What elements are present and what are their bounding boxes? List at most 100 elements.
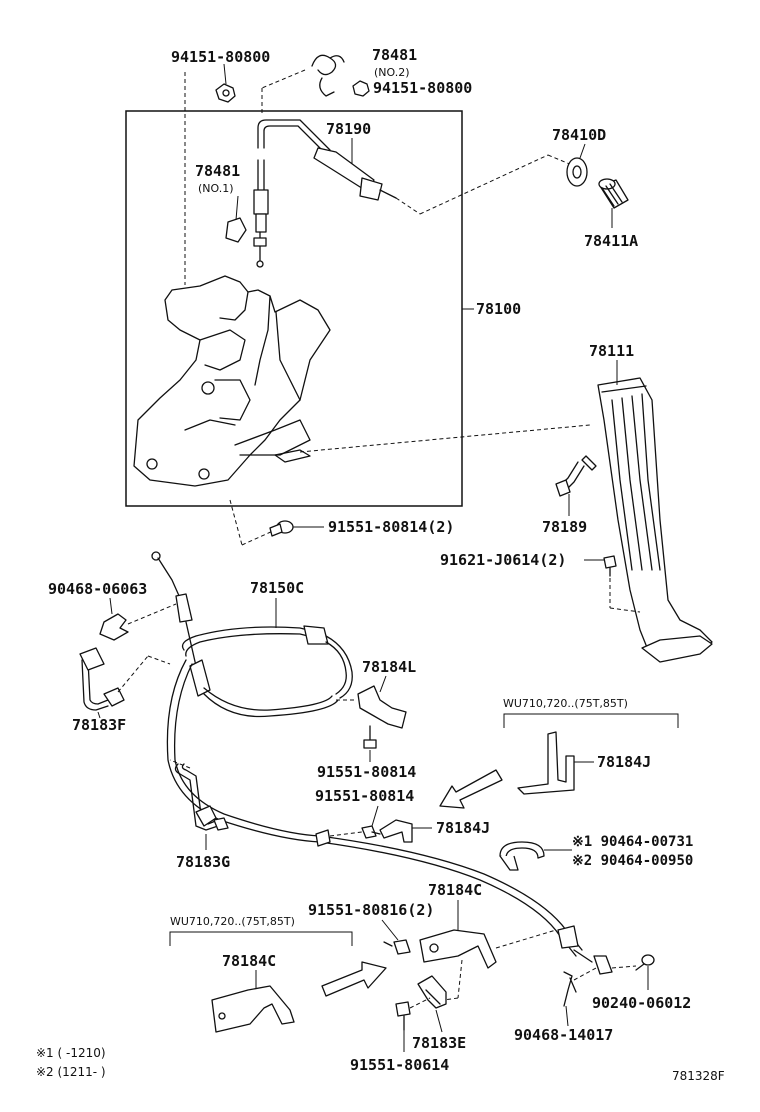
bracket-78183G[interactable]	[174, 763, 229, 831]
nut-78410D[interactable]	[566, 157, 588, 187]
dash-bracket-screw	[229, 499, 243, 546]
dash-bracket-screw-2	[241, 529, 276, 546]
variant-bracket-left	[169, 931, 353, 946]
note-1: ※1 ( -1210)	[36, 1046, 106, 1060]
label-90464-00731: ※1 90464-00731	[572, 834, 693, 850]
label-variant-right: WU710,720..(75T,85T)	[503, 697, 628, 710]
cable-end-78481-no1[interactable]	[225, 159, 269, 268]
dash-78190-78410D	[395, 197, 421, 215]
dash-90468-06063	[127, 603, 177, 625]
leader-94151-top	[223, 63, 227, 85]
bracket-78184C-variant[interactable]	[211, 985, 295, 1033]
bolt-91551-80814-a[interactable]	[363, 725, 377, 749]
label-78481-no2: 78481	[372, 46, 417, 64]
dash-91551-80614	[409, 997, 431, 1009]
label-78150C: 78150C	[250, 579, 304, 597]
label-78410D: 78410D	[552, 126, 606, 144]
label-78190: 78190	[326, 120, 371, 138]
leader-91551-80814-b	[371, 805, 379, 827]
rod-78190[interactable]	[257, 119, 397, 201]
dash-78184C-78183E-2	[443, 997, 459, 1001]
bracket-78183F[interactable]	[79, 647, 125, 711]
dash-pedal-78111	[299, 424, 591, 453]
dash-78190-78410D-3	[547, 154, 573, 166]
label-78481-no1: 78481	[195, 162, 240, 180]
leader-78183E	[435, 1009, 443, 1033]
label-variant-left: WU710,720..(75T,85T)	[170, 915, 295, 928]
leader-78183F	[97, 711, 101, 719]
diagram-code: 781328F	[672, 1069, 725, 1083]
bolt-90240-06012[interactable]	[635, 954, 655, 971]
label-78184J-variant: 78184J	[597, 753, 651, 771]
label-78184C: 78184C	[428, 881, 482, 899]
label-78411A: 78411A	[584, 232, 638, 250]
dash-78184C-78183E	[457, 959, 463, 999]
nut-94151-80800-right[interactable]	[352, 80, 370, 97]
nut-94151-80800-top[interactable]	[215, 83, 236, 103]
bolt-91621-J0614-2[interactable]	[603, 555, 617, 577]
bolt-91551-80614[interactable]	[395, 1001, 411, 1031]
clip-90468-14017[interactable]	[563, 971, 577, 1007]
dash-78184J-cable	[329, 831, 363, 837]
bolt-78189[interactable]	[555, 455, 597, 497]
accelerator-pedal-78111[interactable]	[597, 377, 713, 663]
pedal-bracket-assembly	[133, 275, 331, 487]
bolt-91551-80814-2[interactable]	[269, 520, 294, 537]
label-91551-80614: 91551-80614	[350, 1056, 449, 1074]
dash-90468-14017	[573, 967, 597, 981]
label-78100: 78100	[476, 300, 521, 318]
bracket-78184J[interactable]	[379, 819, 413, 843]
arrow-variant-right	[439, 769, 503, 809]
label-91551-80814-b: 91551-80814	[315, 787, 414, 805]
label-78111: 78111	[589, 342, 634, 360]
label-78184C-variant: 78184C	[222, 952, 276, 970]
label-78189: 78189	[542, 518, 587, 536]
dash-78481-no2	[261, 69, 306, 89]
leader-91551-80816-2	[381, 919, 399, 941]
dash-91621-pedal-2	[609, 607, 641, 613]
dash-78190-78410D-2	[419, 154, 549, 215]
label-94151-80800-top: 94151-80800	[171, 48, 270, 66]
bracket-78184C[interactable]	[419, 929, 497, 969]
bracket-78184J-variant[interactable]	[517, 731, 575, 795]
leader-78410D	[579, 143, 586, 159]
label-90464-00950: ※2 90464-00950	[572, 853, 693, 869]
dash-78183G	[169, 759, 191, 769]
label-91551-80814-2: 91551-80814(2)	[328, 518, 454, 536]
cable-78150C[interactable]	[151, 551, 613, 975]
label-90468-06063: 90468-06063	[48, 580, 147, 598]
label-91551-80814-a: 91551-80814	[317, 763, 416, 781]
label-90468-14017: 90468-14017	[514, 1026, 613, 1044]
leader-90468-06063	[109, 597, 113, 615]
label-78481-no1-sub: (NO.1)	[198, 182, 234, 195]
label-78183E: 78183E	[412, 1034, 466, 1052]
dash-90240-06012	[611, 965, 637, 969]
note-2: ※2 (1211- )	[36, 1065, 106, 1079]
label-78184J: 78184J	[436, 819, 490, 837]
clip-90468-06063[interactable]	[99, 613, 129, 641]
bracket-78184L[interactable]	[357, 685, 407, 729]
dash-78183F	[117, 655, 149, 693]
clip-78481-no2[interactable]	[311, 54, 345, 97]
label-90240-06012: 90240-06012	[592, 994, 691, 1012]
label-78184L: 78184L	[362, 658, 416, 676]
dash-78183F-2	[147, 655, 171, 665]
clip-78183E[interactable]	[417, 975, 447, 1009]
label-91621-J0614-2: 91621-J0614(2)	[440, 551, 566, 569]
label-78183F: 78183F	[72, 716, 126, 734]
arrow-variant-left	[321, 961, 387, 997]
leader-90468-14017	[565, 1005, 569, 1027]
knob-78411A[interactable]	[598, 178, 629, 209]
clamp-90464[interactable]	[499, 841, 545, 871]
label-78183G: 78183G	[176, 853, 230, 871]
leader-78481-no1	[235, 195, 239, 221]
bolt-91551-80816-2[interactable]	[383, 939, 411, 955]
bolt-91551-80814-b[interactable]	[361, 825, 381, 839]
leader-78184L	[379, 675, 387, 693]
variant-bracket-right	[503, 713, 679, 728]
label-94151-80800-right: 94151-80800	[373, 79, 472, 97]
dash-78184C-cable	[495, 929, 557, 949]
label-78481-no2-sub: (NO.2)	[374, 66, 410, 79]
label-91551-80816-2: 91551-80816(2)	[308, 901, 434, 919]
